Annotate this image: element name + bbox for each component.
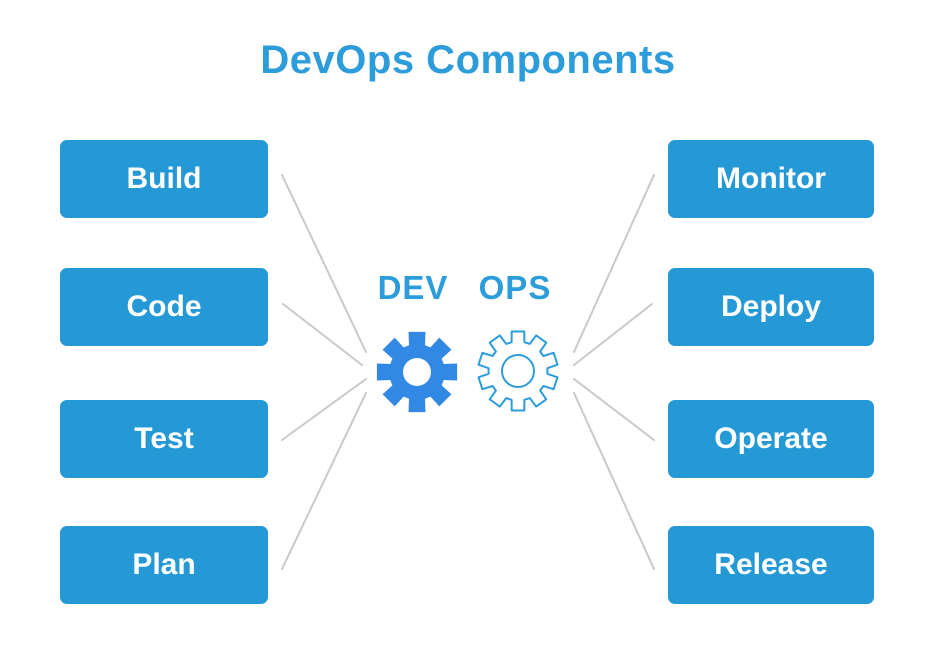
node-operate: Operate — [668, 400, 874, 478]
node-plan: Plan — [60, 526, 268, 604]
connector-test — [281, 378, 367, 441]
ops-label: OPS — [478, 269, 552, 306]
node-release: Release — [668, 526, 874, 604]
node-build: Build — [60, 140, 268, 218]
connector-build — [281, 174, 367, 353]
connector-monitor — [573, 174, 655, 353]
connector-release — [573, 392, 655, 570]
connector-deploy — [573, 303, 653, 366]
connector-code — [282, 303, 363, 366]
node-monitor: Monitor — [668, 140, 874, 218]
ops-gear-icon — [477, 330, 559, 412]
connector-plan — [281, 392, 367, 570]
page-title: DevOps Components — [260, 38, 676, 82]
connector-operate — [573, 378, 655, 441]
connector-lines — [281, 174, 655, 570]
dev-gear-icon — [376, 331, 458, 413]
node-deploy: Deploy — [668, 268, 874, 346]
node-code: Code — [60, 268, 268, 346]
node-test: Test — [60, 400, 268, 478]
dev-label: DEV — [377, 269, 449, 306]
